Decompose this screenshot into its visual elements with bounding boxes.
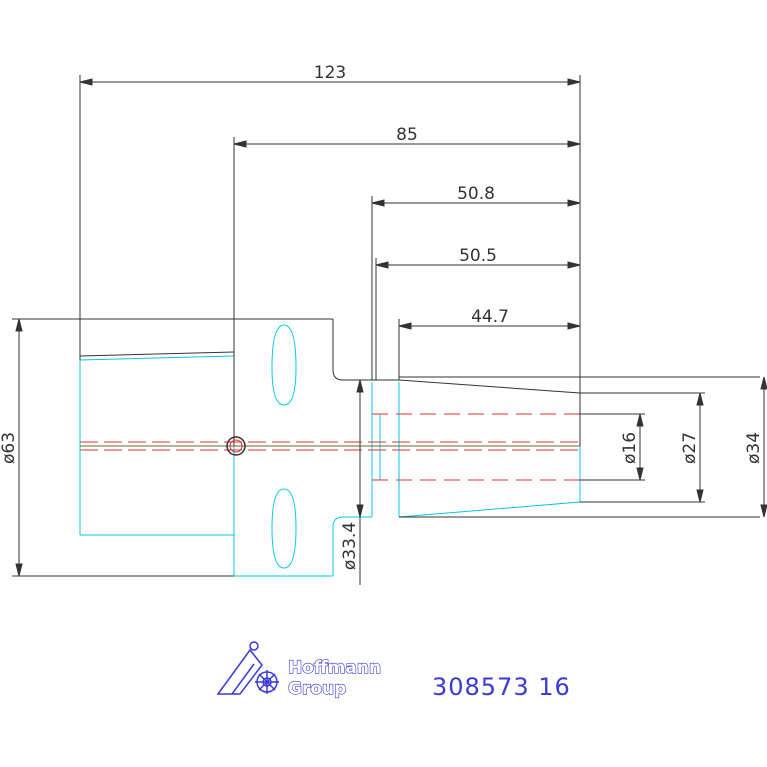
- horizontal-dimensions: [79, 75, 581, 446]
- dim-diameter-63: ø63: [0, 432, 19, 464]
- bore-symbol: [226, 436, 246, 456]
- hoffmann-group-logo: Hoffmann Group: [216, 641, 382, 700]
- part-outline: [79, 324, 581, 577]
- dim-diameter-16: ø16: [620, 432, 640, 464]
- dim-length-44-7: 44.7: [471, 307, 509, 327]
- dim-length-50-8: 50.8: [457, 184, 495, 204]
- logo-brand-line2: Group: [288, 679, 346, 699]
- logo-mark-icon: [216, 641, 279, 695]
- vertical-dimensions: [12, 318, 767, 585]
- logo-brand-line1: Hoffmann: [288, 658, 381, 678]
- dim-length-85: 85: [396, 125, 418, 145]
- dim-length-123: 123: [314, 63, 346, 83]
- part-edges: [79, 318, 760, 518]
- dim-length-50-5: 50.5: [459, 246, 497, 266]
- dim-diameter-27: ø27: [680, 432, 700, 464]
- dim-diameter-34: ø34: [744, 432, 764, 464]
- dim-diameter-33-4: ø33.4: [340, 522, 360, 570]
- part-number: 308573 16: [432, 673, 571, 701]
- hidden-lines: [80, 413, 580, 481]
